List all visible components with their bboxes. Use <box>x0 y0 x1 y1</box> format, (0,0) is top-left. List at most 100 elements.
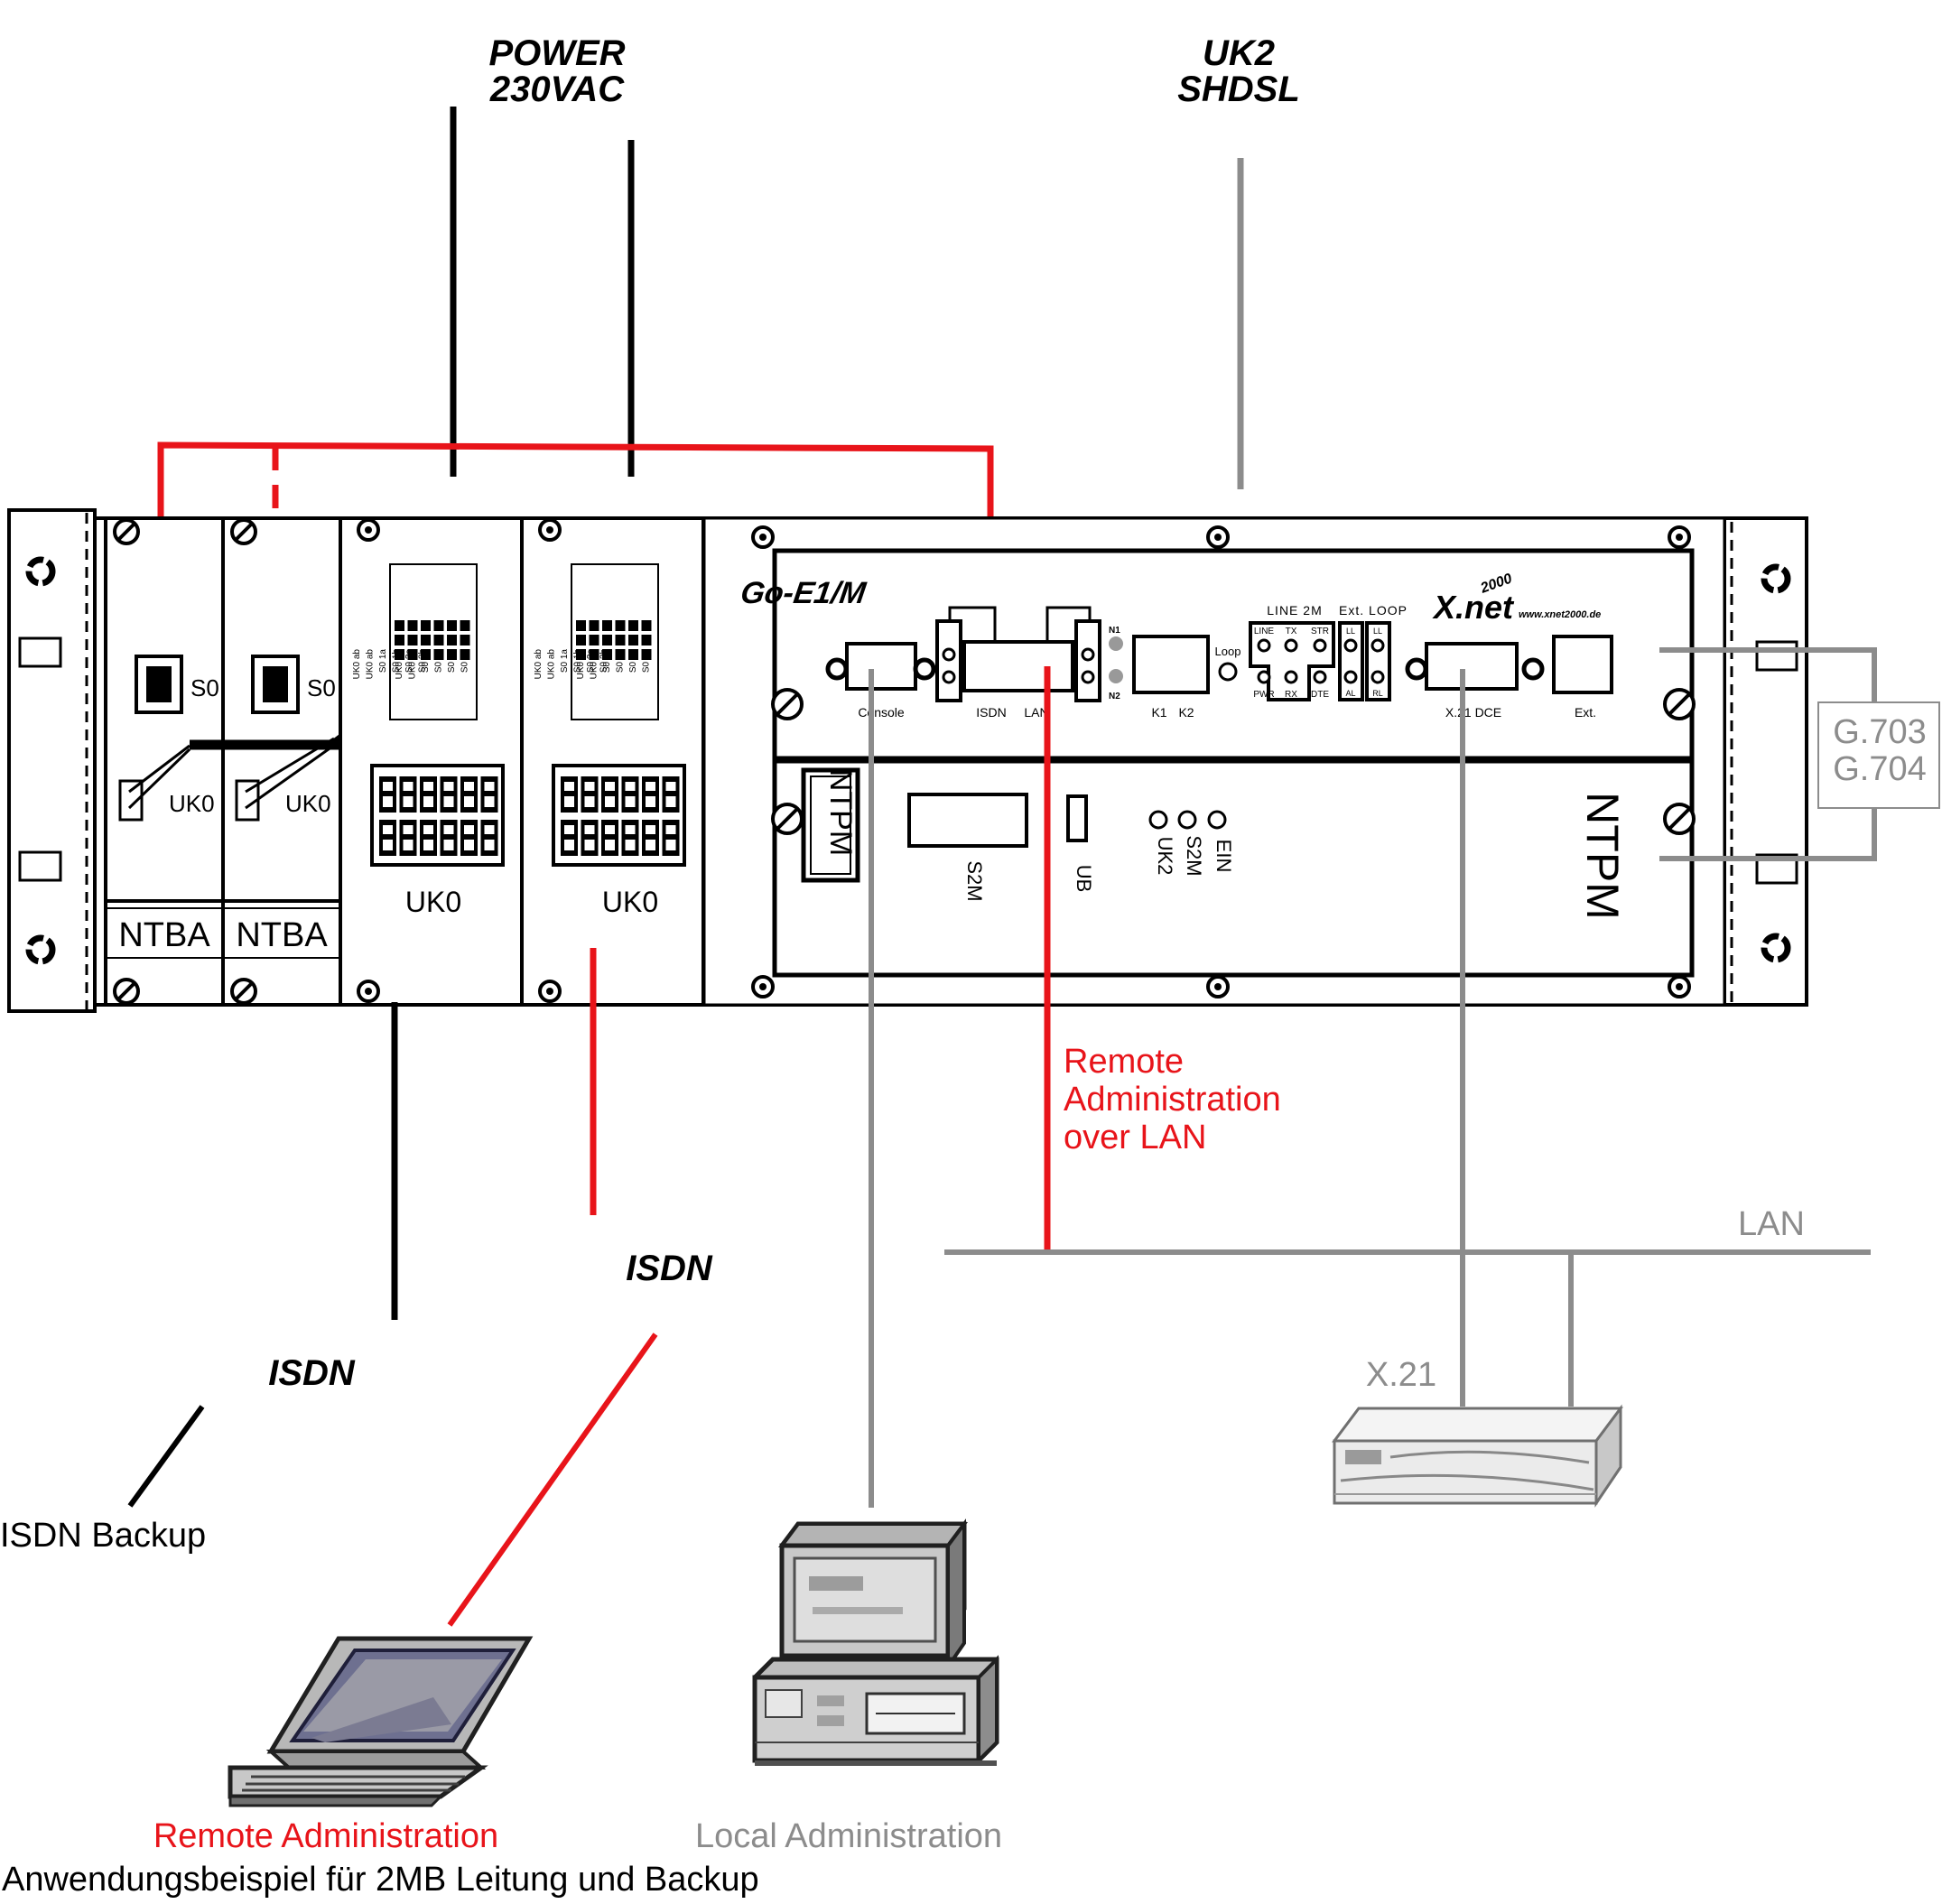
s2m-led <box>1177 810 1197 830</box>
strip-bottom-label: UK0 an <box>590 649 599 679</box>
strip-top-label: UK0 ab <box>366 649 376 680</box>
strip-top-label: S0 1b <box>392 649 402 673</box>
ntba-name: NTBA <box>118 916 210 954</box>
strip-bottom-label: UK0 an <box>576 649 586 679</box>
k1-label: K1 <box>1151 705 1166 720</box>
rack-screw-icon <box>1761 563 1791 594</box>
remote-admin-label: Remote Administration <box>153 1817 498 1855</box>
g703-box <box>1817 701 1940 809</box>
uk0-terminal-label: UK0 <box>602 886 658 918</box>
g704-label: G.704 <box>1833 750 1927 788</box>
strip-bottom-label: S0 1b <box>434 649 444 673</box>
isdn-backup-link <box>127 1405 205 1508</box>
strip-bottom-label: UK0 an <box>395 649 404 679</box>
led-str-label: STR <box>1311 627 1329 636</box>
extloop-label: Ext. LOOP <box>1339 603 1408 618</box>
power-label: POWER <box>488 33 625 73</box>
x21-dce-label: X.21 DCE <box>1445 705 1501 720</box>
remote-lan-label-2: Administration <box>1064 1081 1281 1119</box>
ub-socket[interactable] <box>1066 794 1088 842</box>
s2m-led-label: S2M <box>1183 835 1205 876</box>
strip-top-label: S0 2b <box>418 649 428 673</box>
isdn-backup-label: ISDN Backup <box>0 1517 206 1555</box>
ub-label: UB <box>1073 865 1095 893</box>
uk2-led-label: UK2 <box>1154 837 1176 876</box>
isdn-label-remote: ISDN <box>626 1249 713 1288</box>
x21-dce-port[interactable] <box>1425 642 1519 691</box>
led-rx-label: RX <box>1285 690 1297 700</box>
goe1-module: Go-E1/M Console N1 N2 ISDN LAN K1 K2 Loo… <box>702 516 1726 1007</box>
strip-top-label: UK0 ab <box>352 649 362 680</box>
s0-port-label: S0 <box>190 674 219 701</box>
rack-ear-right <box>1723 516 1808 1007</box>
console-port[interactable] <box>845 642 917 691</box>
remote-lan-label-3: over LAN <box>1064 1119 1206 1156</box>
strip-top-label: S0 1a <box>560 649 570 673</box>
ext-port[interactable] <box>1552 635 1613 694</box>
goe1-brand: Go-E1/M <box>739 576 869 610</box>
ext-label: Ext. <box>1575 705 1596 720</box>
strip-top-label: UK0 ab <box>534 649 544 680</box>
strip-top-label: S0 1a <box>378 649 388 673</box>
led-dte-label: DTE <box>1311 690 1329 700</box>
loop-button[interactable] <box>1218 662 1238 682</box>
s2m-port-label: S2M <box>963 860 986 901</box>
line2m-label: LINE 2M <box>1267 603 1322 618</box>
led-tx-label: TX <box>1286 627 1297 636</box>
rack-ear-left <box>7 508 97 1013</box>
isdn-laptop-link <box>447 1333 658 1627</box>
power-voltage-label: 230VAC <box>489 70 625 109</box>
uk0-port-label: UK0 <box>169 790 215 817</box>
k2-label: K2 <box>1178 705 1194 720</box>
local-admin-label: Local Administration <box>695 1817 1002 1855</box>
strip-bottom-label: S0 2a <box>447 649 457 673</box>
goe1-front-panel <box>772 548 1695 761</box>
strip-bottom-label: S0 2b <box>460 649 470 673</box>
n2-led <box>1109 669 1123 683</box>
led-pwr-label: PWR <box>1253 690 1274 700</box>
strip-top-label: S0 1b <box>573 649 583 673</box>
isdn-port-label: ISDN <box>976 705 1006 720</box>
lan-label: LAN <box>1738 1205 1805 1243</box>
xnet-url: www.xnet2000.de <box>1519 609 1601 620</box>
isdn-lan-port[interactable] <box>962 640 1074 692</box>
led-ll-label: LL <box>1373 627 1382 636</box>
ntba-name: NTBA <box>236 916 328 954</box>
uk2-led <box>1148 810 1168 830</box>
lan-port-label: LAN <box>1024 705 1048 720</box>
ein-led-label: EIN <box>1213 840 1235 873</box>
ntpm-name: NTPM <box>1577 792 1628 920</box>
x21-label: X.21 <box>1366 1356 1436 1394</box>
shdsl-label: SHDSL <box>1177 70 1300 109</box>
laptop-icon <box>228 1636 534 1807</box>
strip-top-label: UK0 ab <box>547 649 557 680</box>
g703-link <box>1659 647 1877 704</box>
s2m-port[interactable] <box>907 793 1028 848</box>
rack-screw-icon <box>25 556 56 587</box>
ntba-module-2: S0 UK0 NTBA <box>221 516 342 1007</box>
remote-lan-label-1: Remote <box>1064 1043 1184 1081</box>
led-ll-label: LL <box>1346 627 1355 636</box>
g703-label: G.703 <box>1833 713 1927 751</box>
ntpm-badge-label: NTPM <box>823 769 858 856</box>
strip-bottom-label: UK0 an <box>408 649 418 679</box>
g704-link <box>1659 806 1877 861</box>
strip-bottom-label: S0 1b <box>616 649 626 673</box>
n1-label: N1 <box>1109 626 1120 636</box>
strip-top-label: S0 2b <box>599 649 609 673</box>
k-port[interactable] <box>1132 635 1210 694</box>
strip-bottom-label: S0 2b <box>642 649 652 673</box>
diagram-caption: Anwendungsbeispiel für 2MB Leitung und B… <box>2 1861 759 1899</box>
xnet-logo: X.net <box>1432 589 1515 626</box>
strip-bottom-label: S0 1a <box>421 649 431 673</box>
uk0-port-label: UK0 <box>285 790 331 817</box>
n2-label: N2 <box>1109 692 1120 701</box>
desktop-computer-icon <box>752 1519 999 1766</box>
isdn-label-backup: ISDN <box>268 1353 356 1393</box>
console-label: Console <box>858 705 905 720</box>
strip-bottom-label: S0 2a <box>628 649 638 673</box>
